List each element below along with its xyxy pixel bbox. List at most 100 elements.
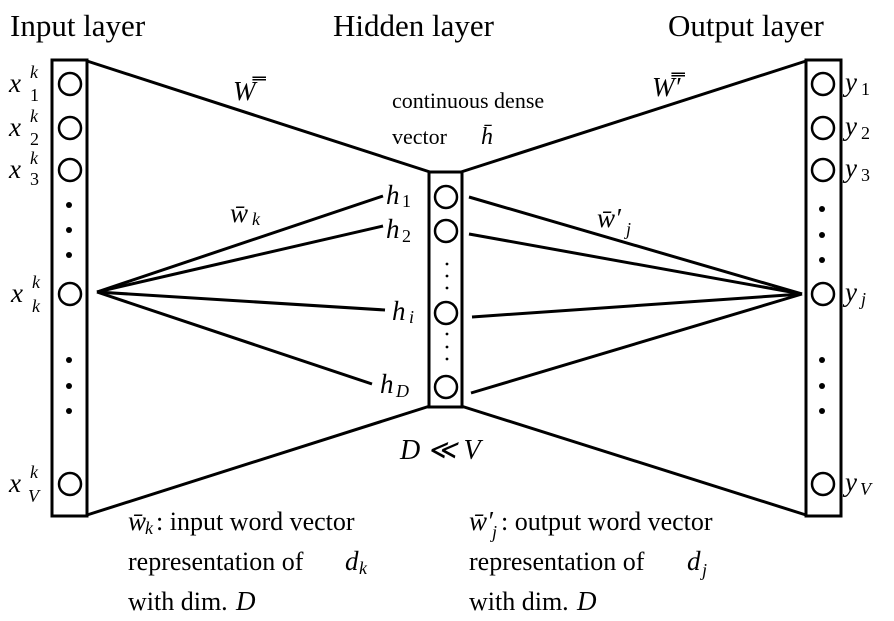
hidden-label-2: h 2	[386, 214, 411, 246]
svg-text:w̄′: w̄′	[469, 506, 494, 536]
hidden-node-i	[433, 300, 459, 326]
svg-text:1: 1	[402, 191, 411, 211]
input-label-3: x k 3	[8, 148, 39, 189]
edge-h2-yj	[468, 232, 803, 296]
svg-text:j: j	[700, 560, 707, 580]
svg-text:h̄: h̄	[481, 124, 493, 150]
svg-text:x: x	[8, 68, 21, 98]
hidden-layer-title: Hidden layer	[333, 8, 495, 43]
svg-text:k: k	[30, 62, 39, 82]
svg-text:x: x	[8, 468, 21, 498]
svg-text:y: y	[842, 67, 857, 97]
svg-text:D: D	[576, 586, 597, 616]
svg-text:k: k	[32, 272, 41, 292]
output-vector-note: w̄′ j : output word vector representatio…	[469, 506, 713, 616]
svg-text:y: y	[842, 153, 857, 183]
input-layer-title: Input layer	[10, 8, 146, 43]
svg-text:i: i	[409, 307, 414, 327]
output-weight-matrix-label: W̿′	[652, 71, 685, 102]
output-label-1: y 1	[842, 67, 870, 99]
svg-text:vector: vector	[392, 124, 448, 149]
svg-text:with dim.: with dim.	[469, 587, 569, 616]
svg-text:D: D	[395, 381, 409, 401]
svg-text:: input word vector: : input word vector	[156, 507, 355, 536]
edge-h1-yj	[468, 195, 803, 296]
hidden-ellipsis-dots	[445, 262, 449, 361]
svg-text:representation of: representation of	[469, 547, 645, 576]
svg-text:d: d	[687, 546, 701, 576]
hidden-output-bottom-edge	[460, 404, 807, 517]
output-label-j: y j	[842, 277, 866, 309]
svg-text:h: h	[392, 296, 406, 326]
output-node-1	[810, 71, 836, 97]
svg-text:x: x	[10, 278, 23, 308]
svg-text:1: 1	[30, 85, 39, 105]
svg-text:: output word vector: : output word vector	[501, 507, 713, 536]
svg-text:k: k	[32, 296, 41, 316]
hidden-label-1: h 1	[386, 180, 411, 211]
output-node-V	[810, 471, 836, 497]
svg-text:k: k	[30, 462, 39, 482]
input-node-V	[57, 471, 83, 497]
input-node-2	[57, 115, 83, 141]
svg-text:j: j	[624, 219, 631, 239]
hidden-caption-line1: continuous dense	[392, 88, 544, 113]
hidden-label-D: h D	[380, 369, 409, 401]
hidden-node-2	[433, 218, 459, 244]
hidden-output-top-edge	[460, 59, 807, 174]
edge-hD-yj	[470, 292, 803, 395]
input-label-k: x k k	[10, 272, 41, 316]
svg-text:h: h	[386, 180, 400, 210]
svg-text:w̄′: w̄′	[597, 203, 622, 233]
hidden-node-1	[433, 184, 459, 210]
input-ellipsis-dots	[66, 202, 72, 414]
svg-text:w̄: w̄	[128, 506, 146, 536]
output-layer-title: Output layer	[668, 8, 824, 43]
edge-xk-h1	[96, 194, 384, 294]
svg-text:2: 2	[861, 123, 870, 143]
svg-text:j: j	[490, 522, 497, 542]
svg-text:d: d	[345, 546, 359, 576]
hidden-label-i: h i	[392, 296, 414, 327]
hidden-caption-line2: vector h̄	[392, 124, 493, 150]
input-weight-matrix-label: W̿	[233, 75, 266, 106]
output-vector-label: w̄′ j	[597, 203, 631, 239]
input-node-k	[57, 281, 83, 307]
svg-text:k: k	[30, 148, 39, 168]
hidden-node-D	[433, 374, 459, 400]
input-vector-note: w̄ k : input word vector representation …	[128, 506, 368, 616]
svg-text:3: 3	[30, 169, 39, 189]
input-vector-label: w̄ k	[230, 198, 261, 229]
input-label-V: x k V	[8, 462, 41, 506]
input-hidden-bottom-edge	[86, 404, 431, 517]
output-node-2	[810, 115, 836, 141]
dimension-constraint: D ≪ V	[399, 435, 484, 466]
svg-text:w̄: w̄	[230, 198, 248, 228]
svg-text:k: k	[252, 209, 261, 229]
input-node-1	[57, 71, 83, 97]
edge-xk-h2	[96, 224, 384, 294]
input-label-1: x k 1	[8, 62, 39, 105]
svg-text:V: V	[860, 479, 873, 499]
output-node-j	[810, 281, 836, 307]
output-ellipsis-dots	[819, 206, 825, 414]
svg-text:x: x	[8, 154, 21, 184]
svg-text:2: 2	[402, 226, 411, 246]
edge-hi-yj	[471, 292, 803, 319]
svg-text:k: k	[30, 106, 39, 126]
svg-text:2: 2	[30, 129, 39, 149]
svg-text:x: x	[8, 112, 21, 142]
svg-text:D: D	[235, 586, 256, 616]
edge-xk-hD	[96, 290, 373, 386]
svg-text:3: 3	[861, 165, 870, 185]
svg-text:j: j	[859, 289, 866, 309]
hidden-layer-box	[427, 170, 464, 409]
svg-text:y: y	[842, 277, 857, 307]
svg-text:k: k	[145, 518, 154, 538]
svg-text:1: 1	[861, 79, 870, 99]
input-hidden-top-edge	[86, 59, 431, 174]
svg-text:y: y	[842, 467, 857, 497]
svg-text:k: k	[359, 558, 368, 578]
svg-text:y: y	[842, 111, 857, 141]
